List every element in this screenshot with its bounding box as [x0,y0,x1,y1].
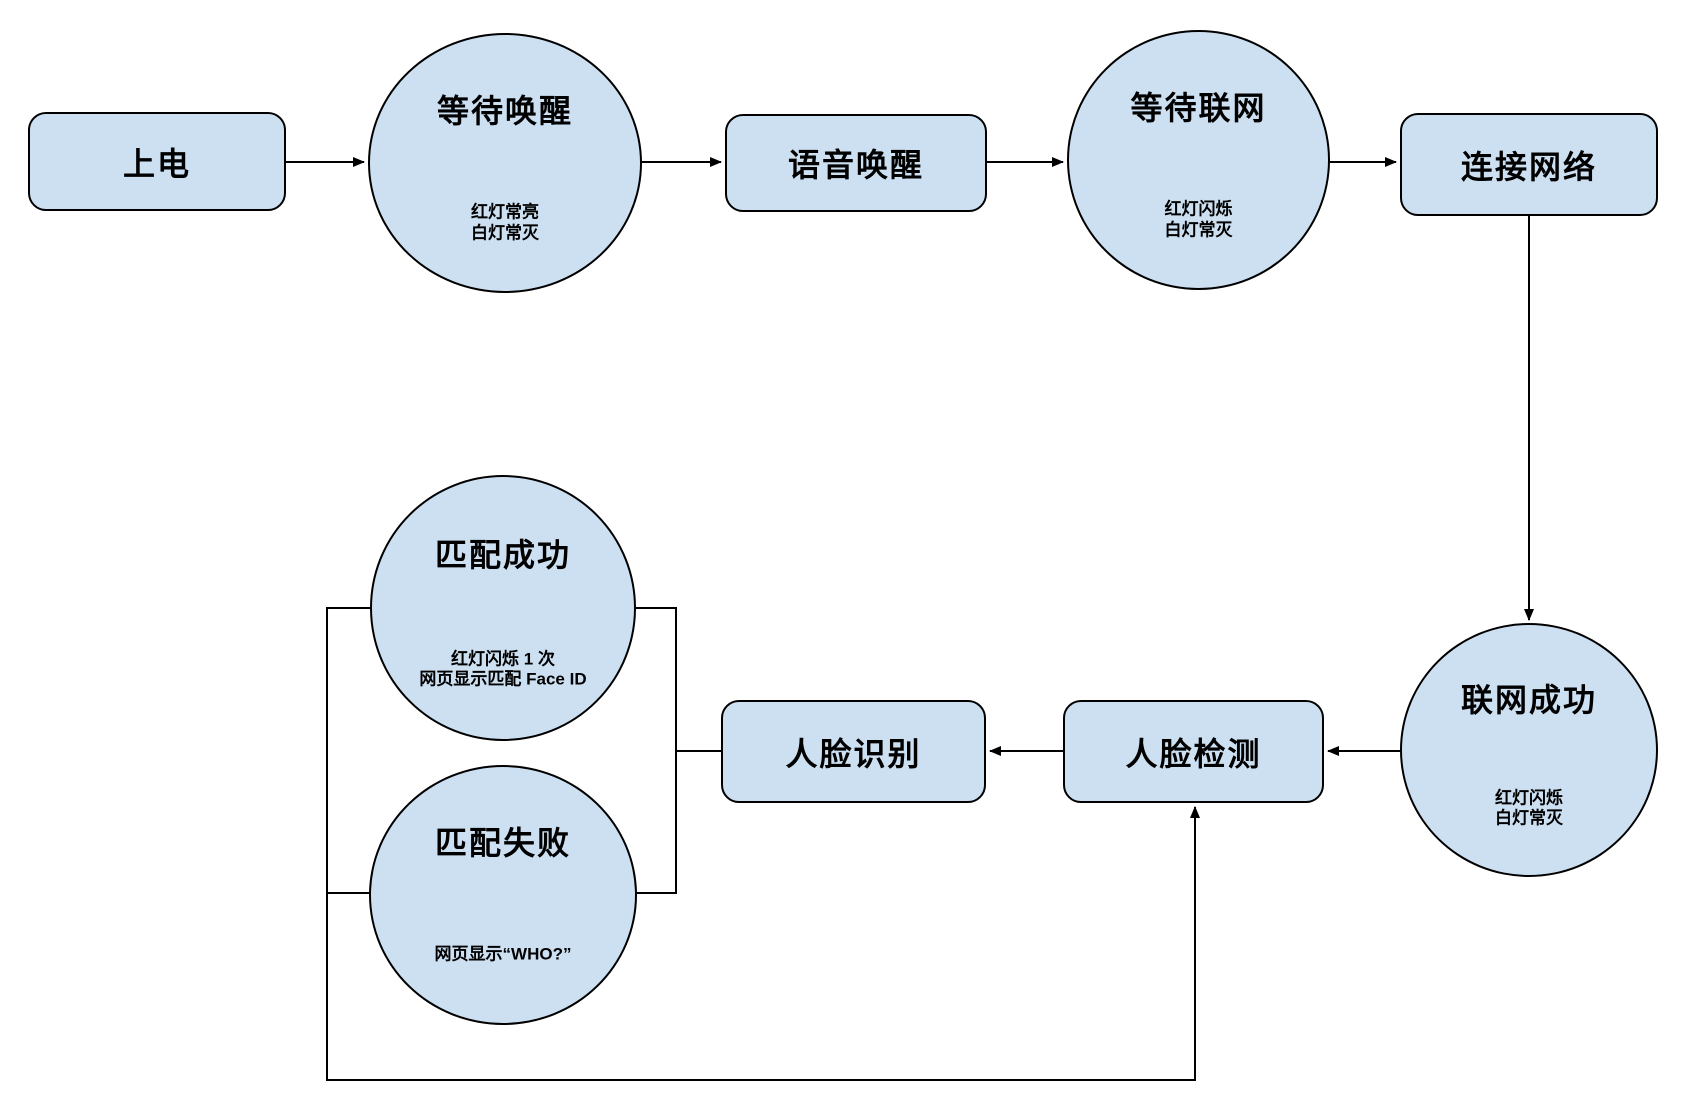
node-face-recognize: 人脸识别 [721,700,986,803]
node-match-fail-subtext: 网页显示“WHO?” [434,944,572,964]
node-network-success-subtext: 红灯闪烁 白灯常灭 [1495,788,1563,828]
node-voice-wake: 语音唤醒 [725,114,987,212]
node-wait-network: 等待联网 红灯闪烁 白灯常灭 [1067,30,1330,290]
node-match-success: 匹配成功 红灯闪烁 1 次 网页显示匹配 Face ID [370,475,636,741]
node-match-success-subtext: 红灯闪烁 1 次 网页显示匹配 Face ID [419,648,587,689]
node-network-success: 联网成功 红灯闪烁 白灯常灭 [1400,623,1658,877]
node-wait-wake-label: 等待唤醒 [436,93,574,130]
node-face-detect: 人脸检测 [1063,700,1324,803]
node-connect-network-label: 连接网络 [1460,148,1597,185]
node-voice-wake-label: 语音唤醒 [787,147,924,183]
node-match-fail-label: 匹配失败 [434,825,572,862]
node-match-success-label: 匹配成功 [434,536,572,573]
node-face-detect-label: 人脸检测 [1125,735,1262,772]
node-connect-network: 连接网络 [1400,113,1658,216]
connector-facerecognize-to-outcomes [636,607,721,894]
node-wait-wake: 等待唤醒 红灯常亮 白灯常灭 [368,33,642,293]
node-network-success-label: 联网成功 [1460,681,1598,718]
node-wait-network-subtext: 红灯闪烁 白灯常灭 [1164,199,1233,240]
connector-outcomes-feedback-loop [326,607,1200,1081]
node-face-recognize-label: 人脸识别 [785,735,922,772]
node-match-fail: 匹配失败 网页显示“WHO?” [369,765,637,1025]
node-power-on-label: 上电 [122,145,191,182]
node-wait-network-label: 等待联网 [1130,90,1267,127]
node-power-on: 上电 [28,112,286,211]
node-wait-wake-subtext: 红灯常亮 白灯常灭 [471,202,539,243]
